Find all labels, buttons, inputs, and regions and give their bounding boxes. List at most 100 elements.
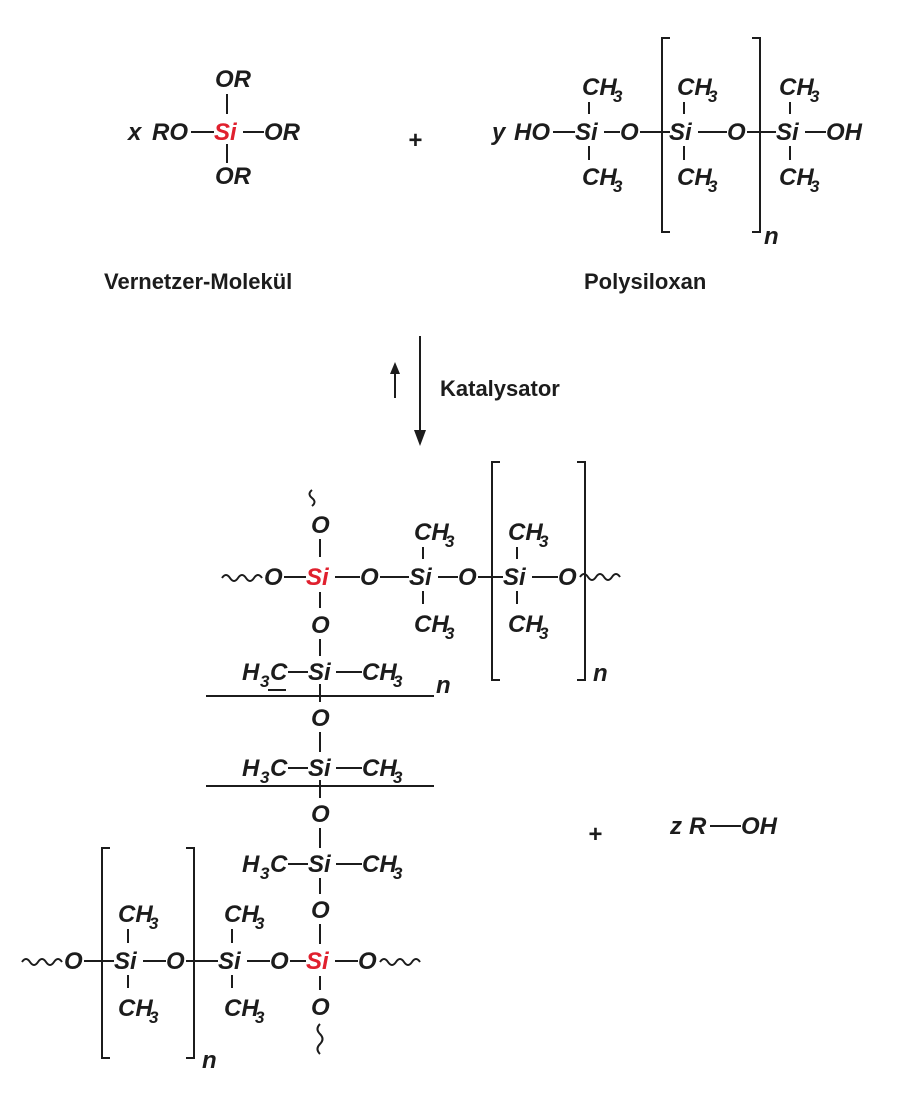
svg-text:CH: CH — [414, 611, 449, 638]
dimethylsilyl-unit: H 3 C Si CH 3 — [242, 755, 403, 787]
svg-text:3: 3 — [810, 177, 820, 196]
svg-text:3: 3 — [393, 672, 403, 691]
o-atom: O — [727, 119, 746, 146]
svg-text:CH: CH — [224, 995, 259, 1022]
svg-text:CH: CH — [677, 74, 712, 101]
svg-text:3: 3 — [393, 768, 403, 787]
wavy-chain-end — [221, 574, 263, 582]
wavy-chain-end — [308, 489, 316, 507]
svg-text:C: C — [270, 659, 288, 686]
o-atom: O — [64, 948, 83, 975]
repeat-index-n: n — [764, 223, 779, 250]
plus-sign-bottom: + — [588, 821, 602, 848]
repeat-index-n: n — [202, 1047, 217, 1074]
svg-text:3: 3 — [149, 1008, 159, 1027]
o-atom: O — [311, 897, 330, 924]
svg-text:3: 3 — [539, 532, 549, 551]
methyl-group: CH 3 — [779, 164, 820, 196]
o-atom: O — [458, 564, 477, 591]
crosslink-si-atom: Si — [306, 564, 330, 591]
o-atom: O — [311, 994, 330, 1021]
left-bracket — [101, 847, 110, 1059]
svg-text:3: 3 — [613, 177, 623, 196]
si-atom: Si — [409, 564, 433, 591]
methyl-group: CH 3 — [508, 519, 549, 551]
methyl-group: CH 3 — [414, 611, 455, 643]
left-bracket — [661, 37, 670, 233]
svg-text:3: 3 — [445, 532, 455, 551]
left-bracket — [491, 461, 500, 681]
methyl-group: CH 3 — [414, 519, 455, 551]
methyl-group: CH 3 — [677, 164, 718, 196]
svg-text:H: H — [242, 755, 260, 782]
o-atom: O — [264, 564, 283, 591]
repeat-index-n: n — [593, 660, 608, 687]
svg-text:3: 3 — [260, 672, 270, 691]
svg-text:3: 3 — [255, 1008, 265, 1027]
svg-text:3: 3 — [393, 864, 403, 883]
caption-polysiloxan: Polysiloxan — [584, 269, 706, 294]
si-atom: Si — [669, 119, 693, 146]
si-atom: Si — [776, 119, 800, 146]
equilibrium-arrows — [390, 336, 426, 446]
coefficient-x: x — [126, 119, 143, 146]
methyl-group: CH 3 — [677, 74, 718, 106]
si-atom: Si — [575, 119, 599, 146]
svg-text:CH: CH — [779, 164, 814, 191]
o-atom: O — [311, 705, 330, 732]
o-atom: O — [360, 564, 379, 591]
wavy-chain-end — [21, 958, 63, 966]
right-bracket — [186, 847, 195, 1059]
plus-sign-top: + — [408, 127, 422, 154]
svg-text:3: 3 — [539, 624, 549, 643]
svg-text:3: 3 — [708, 87, 718, 106]
methyl-group: CH 3 — [224, 995, 265, 1027]
si-atom: Si — [218, 948, 242, 975]
o-atom: O — [311, 801, 330, 828]
or-group-top: OR — [215, 66, 252, 93]
svg-text:CH: CH — [118, 901, 153, 928]
svg-text:CH: CH — [118, 995, 153, 1022]
svg-text:Si: Si — [308, 659, 332, 686]
methyl-group: CH 3 — [582, 74, 623, 106]
wavy-chain-end — [379, 958, 421, 966]
svg-text:OH: OH — [741, 813, 778, 840]
si-atom: Si — [114, 948, 138, 975]
svg-text:R: R — [689, 813, 707, 840]
methyl-group: CH 3 — [582, 164, 623, 196]
oh-group: OH — [826, 119, 863, 146]
crosslinker-molecule: x RO Si OR OR OR — [126, 66, 301, 190]
or-group-bottom: OR — [215, 163, 252, 190]
svg-text:CH: CH — [779, 74, 814, 101]
o-atom: O — [558, 564, 577, 591]
svg-text:H: H — [242, 851, 260, 878]
svg-text:3: 3 — [445, 624, 455, 643]
or-group-right: OR — [264, 119, 301, 146]
svg-text:Si: Si — [308, 755, 332, 782]
methyl-group: CH 3 — [508, 611, 549, 643]
svg-text:CH: CH — [508, 611, 543, 638]
svg-text:3: 3 — [260, 768, 270, 787]
methyl-group: CH 3 — [779, 74, 820, 106]
o-atom: O — [270, 948, 289, 975]
back-arrow-head — [390, 362, 400, 374]
svg-text:CH: CH — [677, 164, 712, 191]
repeat-index-n: n — [436, 672, 451, 699]
ro-group: RO — [152, 119, 188, 146]
wavy-chain-end — [316, 1023, 324, 1055]
forward-arrow-head — [414, 430, 426, 446]
svg-text:3: 3 — [810, 87, 820, 106]
o-atom: O — [620, 119, 639, 146]
svg-text:3: 3 — [149, 914, 159, 933]
svg-text:Si: Si — [308, 851, 332, 878]
o-atom: O — [311, 612, 330, 639]
si-atom: Si — [503, 564, 527, 591]
svg-text:CH: CH — [362, 755, 397, 782]
methyl-group: CH 3 — [224, 901, 265, 933]
svg-text:CH: CH — [362, 851, 397, 878]
svg-text:z: z — [669, 813, 682, 840]
svg-text:C: C — [270, 851, 288, 878]
svg-text:CH: CH — [582, 74, 617, 101]
